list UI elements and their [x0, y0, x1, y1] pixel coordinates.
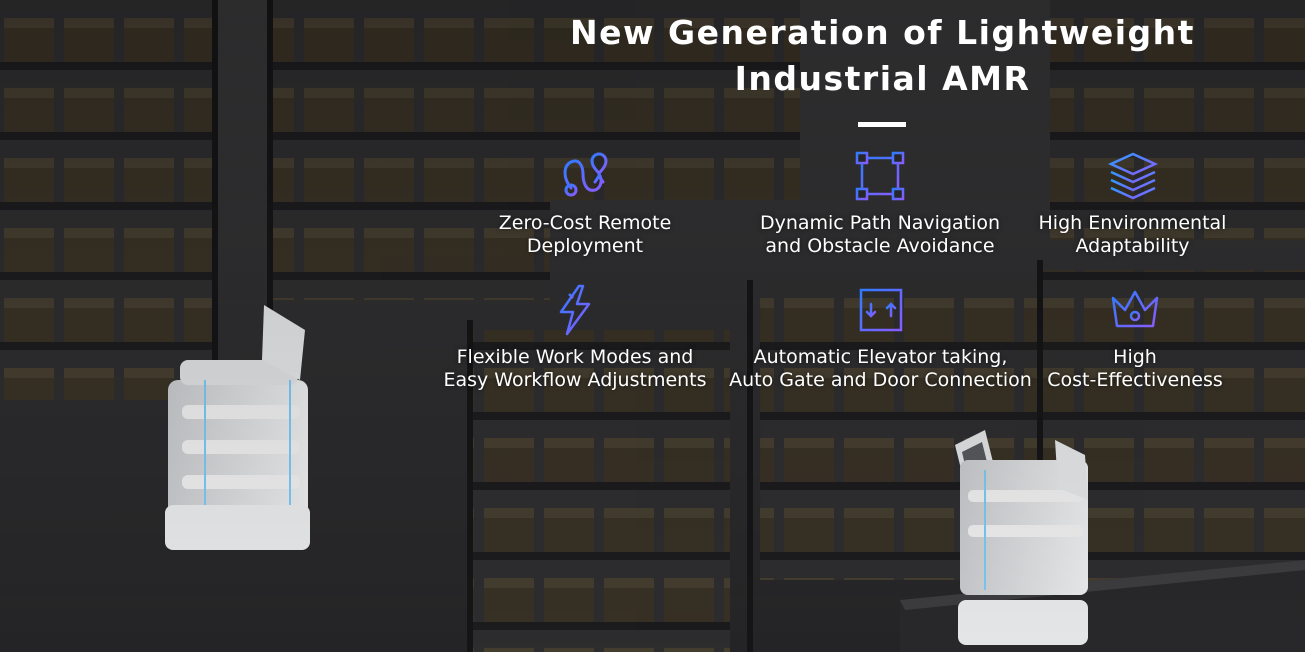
feature-label-line-1: Zero-Cost Remote: [498, 212, 672, 234]
feature-label-line-2: and Obstacle Avoidance: [765, 235, 995, 257]
feature-label-line-2: Adaptability: [1075, 235, 1190, 257]
feature-flexible-work-modes: Flexible Work Modes and Easy Workflow Ad…: [440, 282, 710, 392]
page-title: New Generation of Lightweight Industrial…: [560, 10, 1205, 102]
elevator-icon: [859, 288, 902, 332]
feature-remote-deployment: Zero-Cost Remote Deployment: [470, 148, 700, 258]
feature-label-line-1: Dynamic Path Navigation: [759, 212, 1001, 234]
feature-label-line-1: Flexible Work Modes and: [456, 346, 694, 368]
feature-label-line-2: Deployment: [526, 235, 644, 257]
feature-environmental-adaptability: High Environmental Adaptability: [1030, 148, 1235, 258]
feature-label-line-1: High: [1113, 346, 1157, 368]
feature-cost-effectiveness: High Cost-Effectiveness: [1035, 282, 1235, 392]
lightning-icon: [559, 284, 591, 336]
feature-label-line-2: Auto Gate and Door Connection: [729, 369, 1032, 391]
title-divider: [858, 122, 906, 127]
feature-label-line-1: Automatic Elevator taking,: [753, 346, 1008, 368]
feature-elevator-connection: Automatic Elevator taking, Auto Gate and…: [728, 282, 1033, 392]
feature-label-line-2: Cost-Effectiveness: [1047, 369, 1223, 391]
path-nodes-icon: [855, 151, 905, 201]
feature-path-navigation: Dynamic Path Navigation and Obstacle Avo…: [745, 148, 1015, 258]
title-line-2: Industrial AMR: [734, 59, 1031, 98]
title-line-1: New Generation of Lightweight: [570, 13, 1195, 52]
feature-label-line-2: Easy Workflow Adjustments: [443, 369, 707, 391]
route-icon: [563, 152, 608, 197]
layers-icon: [1107, 152, 1158, 200]
feature-label-line-1: High Environmental: [1038, 212, 1227, 234]
crown-icon: [1111, 290, 1159, 328]
